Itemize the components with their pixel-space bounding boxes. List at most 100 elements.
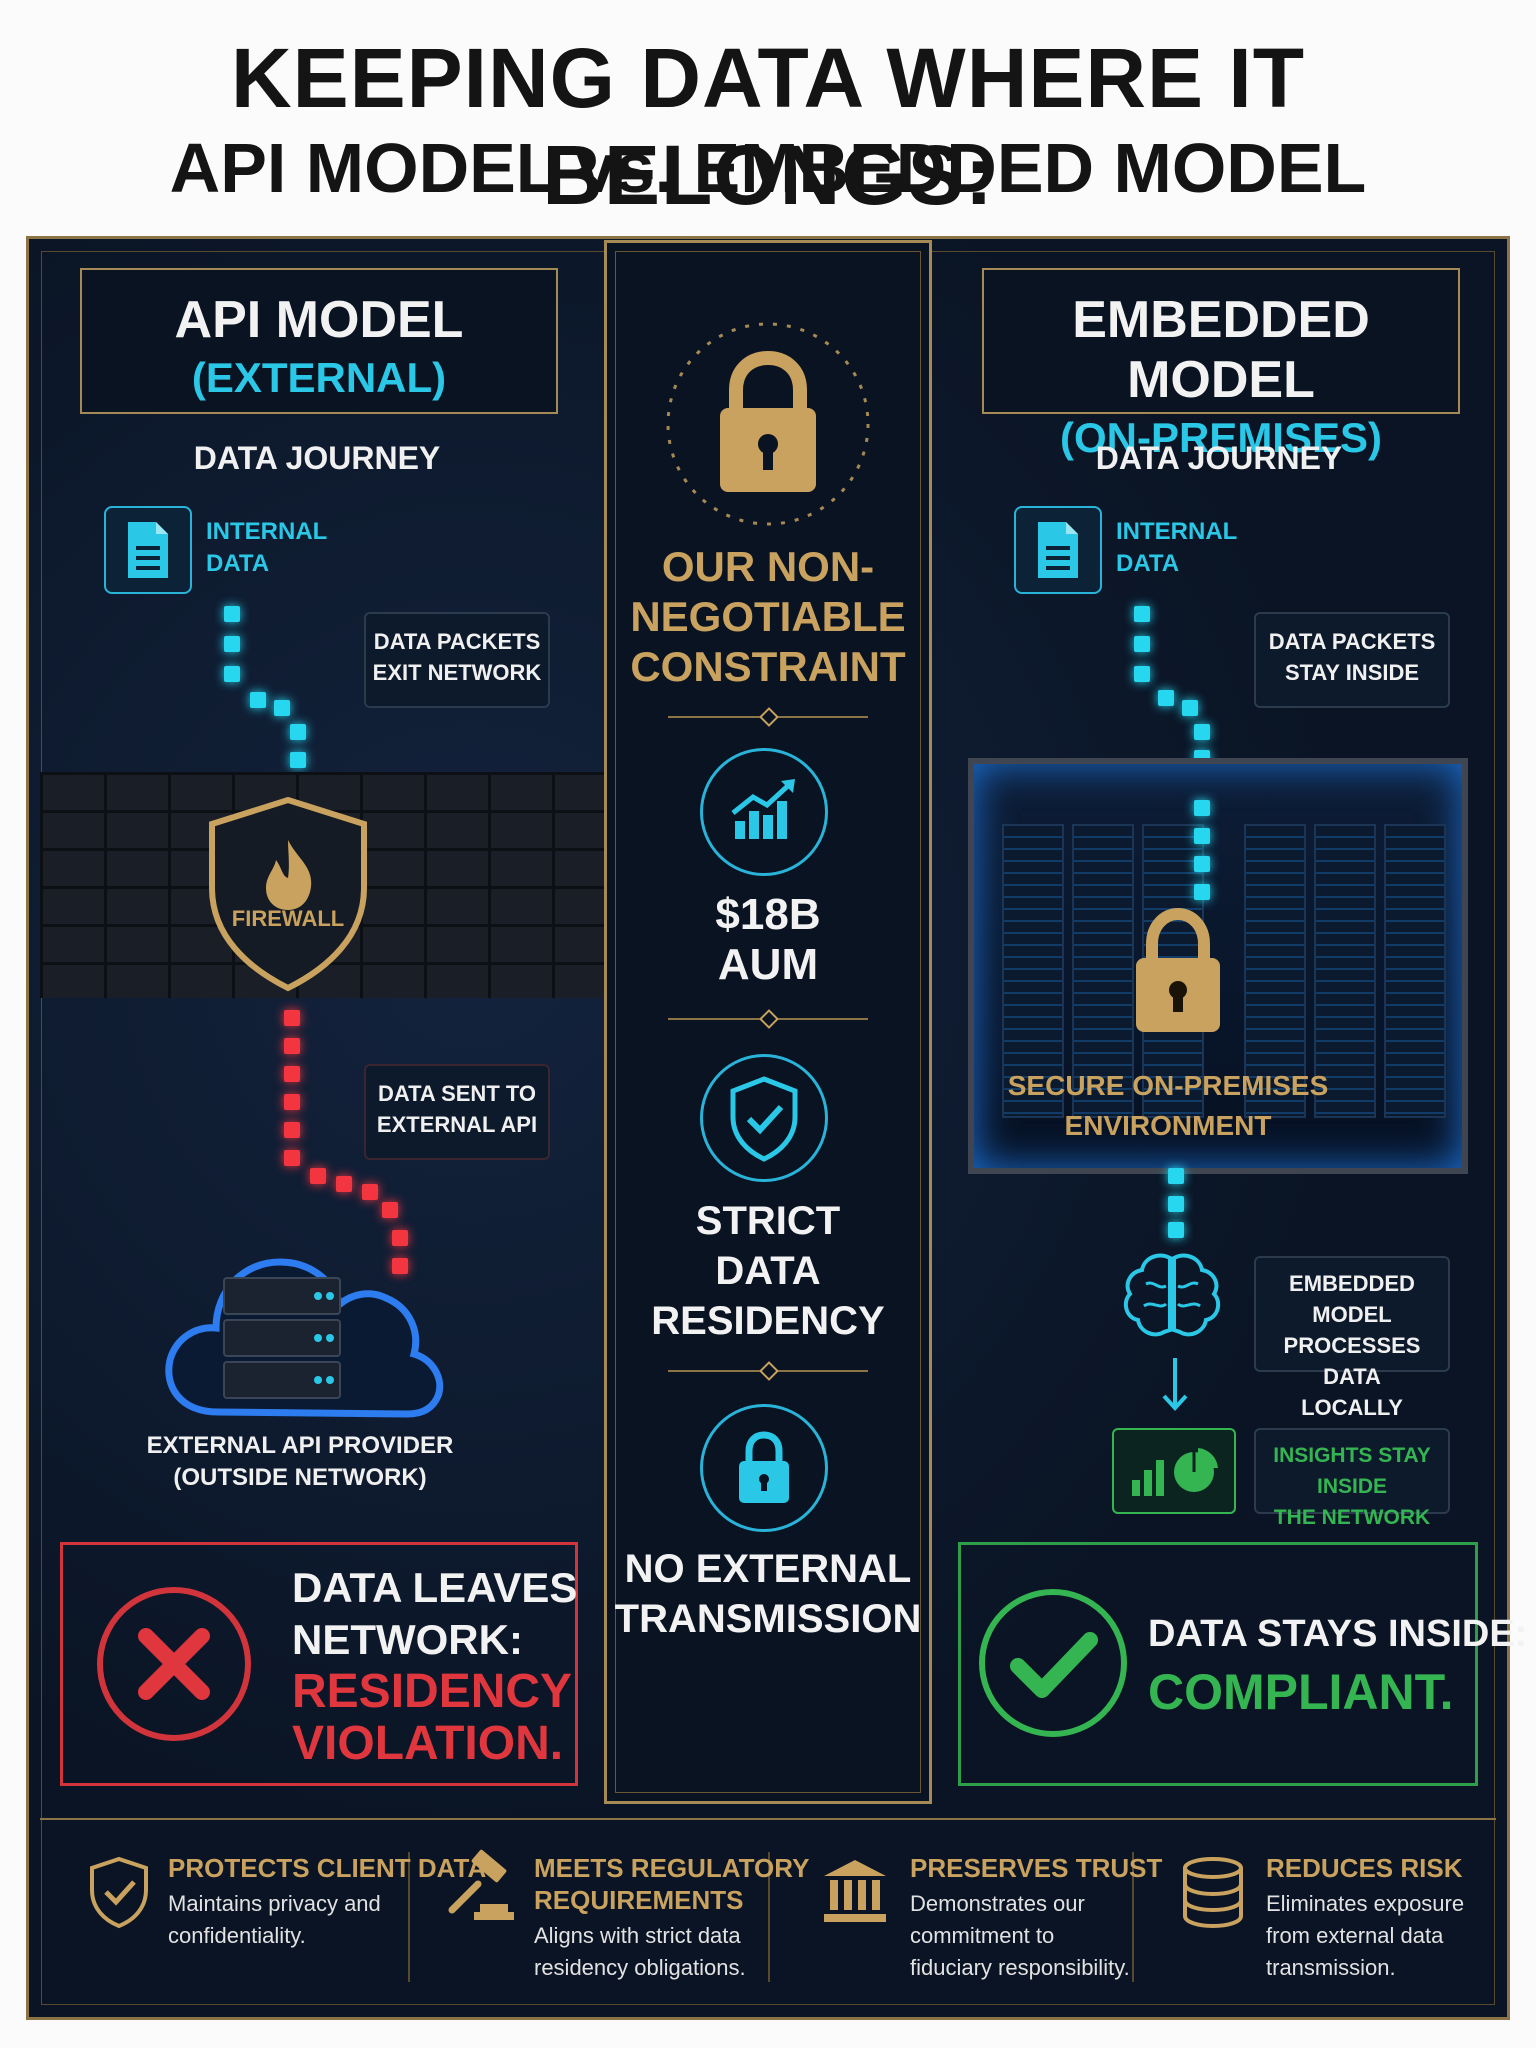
padlock-icon (1136, 907, 1220, 1032)
embedded-model-subtitle: (ON-PREMISES) (1059, 414, 1382, 461)
data-packet (224, 666, 240, 682)
benefit-title-regulatory: MEETS REGULATORY REQUIREMENTS (534, 1853, 810, 1915)
tag-data-packets-stay: DATA PACKETS STAY INSIDE (1254, 612, 1450, 708)
api-model-subtitle: (EXTERNAL) (191, 354, 447, 401)
constraint-heading: OUR NON- NEGOTIABLE CONSTRAINT (630, 543, 906, 690)
data-packet (1194, 828, 1210, 844)
data-packet (284, 1010, 300, 1026)
tag-embedded-processes-locally: EMBEDDED MODEL PROCESSES DATA LOCALLY (1254, 1256, 1450, 1420)
growth-chart-icon (731, 779, 795, 839)
bank-icon (824, 1860, 886, 1922)
data-packet (290, 752, 306, 768)
page-subtitle: API MODEL vs. EMBEDDED MODEL (169, 129, 1367, 207)
shield-check-icon (90, 1856, 148, 1929)
padlock-icon (666, 322, 870, 526)
benefit-desc-regulatory: Aligns with strict data residency obliga… (534, 1923, 746, 1980)
data-packet (1134, 606, 1150, 622)
gavel-icon (448, 1849, 514, 1920)
server-rack (1314, 824, 1376, 1118)
data-packet (336, 1176, 352, 1192)
brain-icon (1123, 1253, 1221, 1337)
data-packet (1168, 1222, 1184, 1238)
api-internal-data-label: INTERNAL DATA (206, 518, 328, 577)
data-packet (382, 1202, 398, 1218)
data-packet (1134, 666, 1150, 682)
document-icon (1038, 522, 1078, 578)
check-icon (979, 1589, 1127, 1737)
aum-text: $18B AUM (715, 890, 821, 989)
shield-check-icon (730, 1076, 798, 1162)
data-packet (392, 1230, 408, 1246)
residency-icon-circle (700, 1054, 828, 1182)
cloud-server-icon (165, 1258, 444, 1418)
external-api-provider-label: EXTERNAL API PROVIDER (OUTSIDE NETWORK) (146, 1432, 454, 1491)
pie-bar-chart-icon (1132, 1448, 1218, 1496)
server-rack (1384, 824, 1446, 1118)
benefit-title-trust: PRESERVES TRUST (910, 1853, 1163, 1883)
page-title: KEEPING DATA WHERE IT BELONGS: (230, 31, 1306, 222)
data-packet (284, 1066, 300, 1082)
benefit-title-risk: REDUCES RISK (1266, 1853, 1463, 1883)
x-icon (97, 1587, 251, 1741)
arrow-down-icon (1162, 1358, 1188, 1411)
gold-divider (668, 1361, 868, 1381)
gold-divider (668, 707, 868, 727)
api-model-header: API MODEL (EXTERNAL) (80, 268, 558, 414)
server-rack (1072, 824, 1134, 1118)
data-packet (1194, 884, 1210, 900)
benefit-separator (768, 1852, 770, 1982)
data-packet (284, 1150, 300, 1166)
data-packet (1168, 1168, 1184, 1184)
api-model-title: API MODEL (174, 291, 464, 349)
data-packet (224, 606, 240, 622)
server-rack (1002, 824, 1064, 1118)
data-packet (290, 724, 306, 740)
data-packet (284, 1094, 300, 1110)
api-internal-data-box (104, 506, 192, 594)
server-rack (1244, 824, 1306, 1118)
data-packet (284, 1122, 300, 1138)
residency-text: STRICT DATA RESIDENCY (651, 1199, 885, 1343)
firewall-label: FIREWALL (231, 906, 345, 931)
benefit-desc-protects: Maintains privacy and confidentiality. (168, 1891, 381, 1948)
benefit-desc-risk: Eliminates exposure from external data t… (1266, 1891, 1465, 1980)
embedded-model-title: EMBEDDED MODEL (1072, 291, 1370, 409)
document-icon (128, 522, 168, 578)
bottom-divider (40, 1818, 1496, 1820)
benefit-desc-trust: Demonstrates our commitment to fiduciary… (910, 1891, 1130, 1980)
data-packet (1158, 690, 1174, 706)
data-packet (1182, 700, 1198, 716)
lock-icon (739, 1431, 789, 1503)
data-packet (274, 700, 290, 716)
api-journey-label: DATA JOURNEY (193, 440, 441, 476)
benefit-separator (1132, 1852, 1134, 1982)
data-packet (310, 1168, 326, 1184)
transmission-text: NO EXTERNAL TRANSMISSION (614, 1547, 922, 1641)
embedded-internal-data-label: INTERNAL DATA (1116, 518, 1238, 577)
tag-data-sent-external: DATA SENT TO EXTERNAL API (364, 1064, 550, 1160)
embedded-result-text: DATA STAYS INSIDE: COMPLIANT. (1148, 1613, 1528, 1720)
data-packet (1194, 724, 1210, 740)
data-packet (362, 1184, 378, 1200)
tag-data-packets-exit: DATA PACKETS EXIT NETWORK (364, 612, 550, 708)
tag-insights-stay-inside: INSIGHTS STAY INSIDE THE NETWORK (1254, 1428, 1450, 1529)
firewall-shield-icon (209, 796, 367, 992)
data-packet (1194, 856, 1210, 872)
embedded-result-box (958, 1542, 1478, 1786)
aum-icon-circle (700, 748, 828, 876)
secure-environment-label: SECURE ON-PREMISES ENVIRONMENT (1007, 1070, 1329, 1141)
gold-divider (668, 1009, 868, 1029)
embedded-internal-data-box (1014, 506, 1102, 594)
embedded-model-header: EMBEDDED MODEL (ON-PREMISES) (982, 268, 1460, 461)
data-packet (224, 636, 240, 652)
data-packet (1168, 1196, 1184, 1212)
database-icon (1183, 1857, 1243, 1929)
data-packet (1134, 636, 1150, 652)
data-packet (1194, 800, 1210, 816)
benefit-separator (408, 1852, 410, 1982)
data-packet (284, 1038, 300, 1054)
insights-chart-box (1112, 1428, 1236, 1514)
api-result-text: DATA LEAVES NETWORK: RESIDENCY VIOLATION… (292, 1564, 578, 1770)
api-result-box (60, 1542, 578, 1786)
data-packet (250, 692, 266, 708)
